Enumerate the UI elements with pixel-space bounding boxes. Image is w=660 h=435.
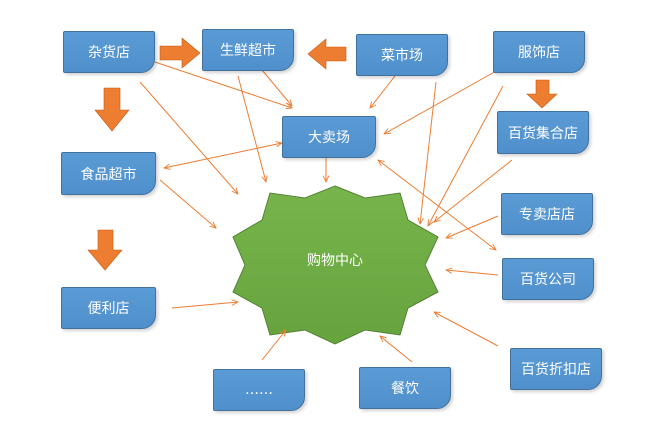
arrow-ellipsis-to-center <box>261 330 286 361</box>
node-food-supermarket: 食品超市 <box>61 152 156 195</box>
arrow-dining-to-center <box>380 336 413 363</box>
arrow-specialty-to-center <box>446 215 499 238</box>
block-arrow-food-to-convenience <box>87 229 123 271</box>
arrow-fresh-to-center <box>237 75 266 182</box>
node-grocery-store: 杂货店 <box>63 31 155 73</box>
arrow-hypermarket-food-bidirectional <box>164 143 282 168</box>
arrow-clothing-to-center <box>428 85 504 226</box>
block-arrow-clothing-to-collection <box>526 79 558 109</box>
arrow-convenience-to-center <box>171 302 238 309</box>
arrow-fresh-to-hypermarket <box>261 69 292 106</box>
node-convenience-store: 便利店 <box>61 287 156 329</box>
arrow-hypermarket-department-bidirectional <box>378 160 496 250</box>
node-dining: 餐饮 <box>359 367 451 409</box>
arrow-clothing-to-hypermarket <box>384 69 499 134</box>
arrow-grocery-to-center <box>139 81 238 194</box>
arrow-discount-to-center <box>434 312 499 347</box>
node-fresh-supermarket: 生鲜超市 <box>202 29 294 71</box>
arrow-department-to-center <box>446 270 499 276</box>
arrow-grocery-to-hypermarket <box>154 61 292 108</box>
arrow-dept-collection-to-center <box>434 159 513 222</box>
node-hypermarket: 大卖场 <box>282 116 376 158</box>
node-dept-collection-store: 百货集合店 <box>497 111 589 154</box>
arrow-vegetable-to-hypermarket <box>370 75 396 108</box>
block-arrow-grocery-to-fresh <box>159 37 201 69</box>
shopping-center-label: 购物中心 <box>307 253 363 269</box>
node-vegetable-market: 菜市场 <box>356 34 448 76</box>
block-arrow-grocery-to-food <box>94 87 130 132</box>
node-department-store: 百货公司 <box>502 258 594 300</box>
arrow-food-to-center <box>159 179 216 228</box>
node-discount-dept-store: 百货折扣店 <box>510 348 602 390</box>
block-arrow-vegetable-to-fresh <box>307 38 347 70</box>
node-clothing-store: 服饰店 <box>493 31 585 73</box>
node-specialty-store: 专卖店店 <box>501 193 593 235</box>
node-ellipsis: …… <box>213 369 305 411</box>
